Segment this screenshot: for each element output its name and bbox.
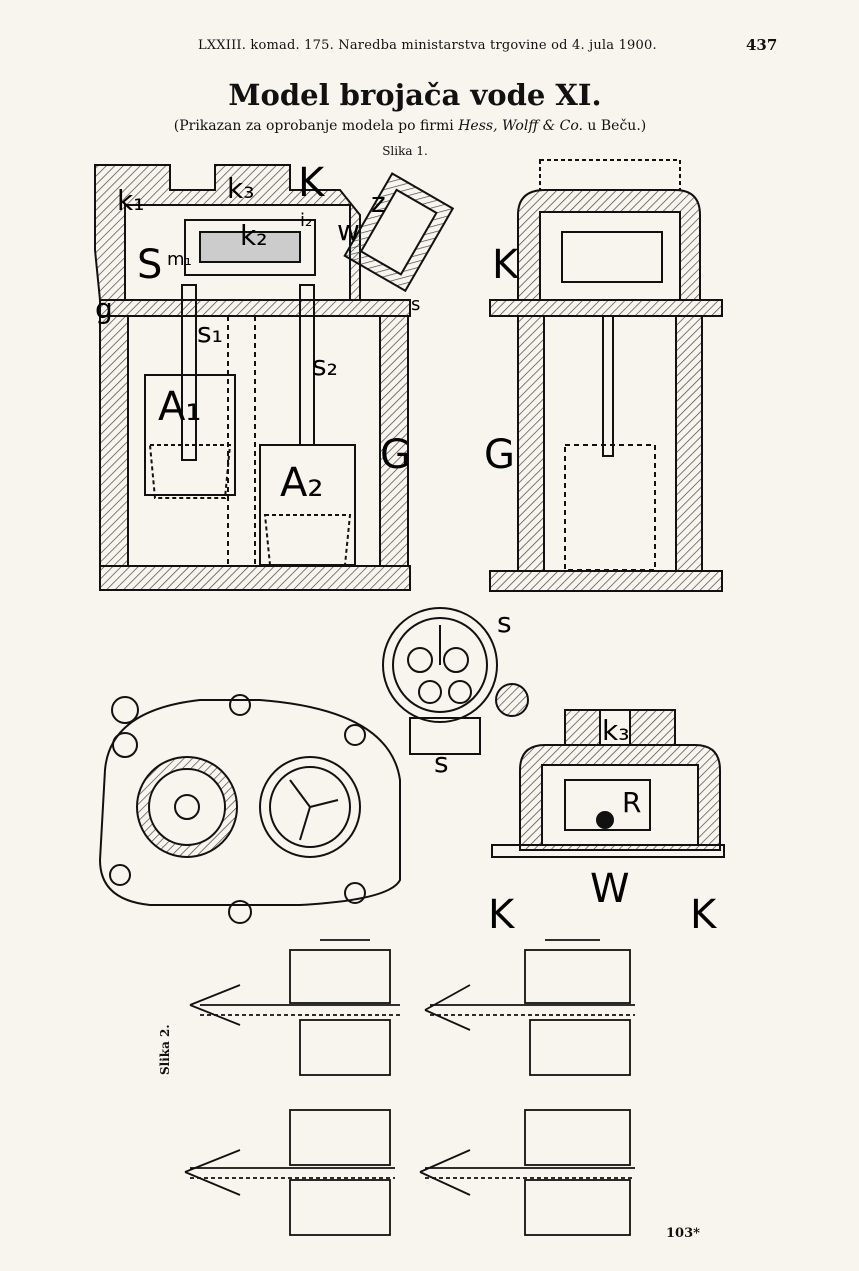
meter-section-drawing — [94, 164, 455, 591]
label-g: g — [95, 292, 113, 325]
figure2-caption: Slika 2. — [158, 1024, 172, 1075]
label-K: K — [298, 160, 326, 206]
label-K-side: K — [492, 242, 520, 288]
label-R: R — [622, 786, 641, 819]
page-number: 437 — [746, 36, 778, 54]
label-i2: i₂ — [300, 210, 312, 231]
label-w: w — [337, 214, 360, 247]
counter-housing-drawing — [491, 709, 725, 858]
label-dial-s-top: s — [497, 606, 512, 639]
meter-side-view-drawing — [489, 159, 723, 592]
running-header: LXXIII. komad. 175. Naredba ministarstva… — [198, 38, 657, 53]
label-k3: k₃ — [227, 172, 254, 205]
label-W: W — [590, 866, 630, 912]
label-z: z — [371, 186, 386, 219]
valve-diagram-2 — [424, 939, 635, 1076]
label-s1: s₁ — [197, 316, 223, 349]
label-G-side: G — [484, 432, 515, 478]
label-A2: A₂ — [280, 460, 323, 506]
valve-diagram-3 — [184, 1109, 395, 1236]
valve-diagram-1 — [189, 939, 400, 1076]
page-title: Model brojača vode XI. — [228, 78, 602, 112]
dial-labels: s s — [434, 606, 512, 779]
label-housing-k3: k₃ — [602, 714, 629, 747]
label-S: S — [137, 242, 162, 288]
subtitle-suffix: u Beču.) — [582, 118, 647, 134]
page-subtitle: (Prikazan za oprobanje modela po firmi H… — [0, 118, 820, 134]
footer-sheet-mark: 103* — [666, 1226, 700, 1241]
label-K-right: K — [690, 892, 718, 938]
label-dial-s-bottom: s — [434, 746, 449, 779]
label-m1: m₁ — [167, 249, 192, 270]
subtitle-firm: Hess, Wolff & Co. — [458, 118, 583, 134]
subtitle-prefix: (Prikazan za oprobanje modela po firmi — [173, 118, 459, 134]
label-A1: A₁ — [158, 384, 201, 430]
counter-dial-drawing — [382, 607, 529, 755]
section-labels: k₁ k₃ K z k₂ i₂ w S m₁ g s s₁ s₂ A₁ A₂ G — [95, 160, 420, 506]
label-k2: k₂ — [240, 219, 267, 252]
label-s: s — [411, 294, 420, 315]
valve-diagram-4 — [419, 1109, 635, 1236]
label-K-left: K — [488, 892, 516, 938]
base-plate-drawing — [98, 694, 401, 924]
figure1-caption: Slika 1. — [382, 144, 428, 158]
housing-labels: k₃ R K W K — [488, 714, 718, 938]
label-s2: s₂ — [312, 349, 338, 382]
label-k1: k₁ — [117, 184, 144, 217]
side-view-labels: K G — [484, 242, 520, 478]
label-G: G — [380, 432, 411, 478]
